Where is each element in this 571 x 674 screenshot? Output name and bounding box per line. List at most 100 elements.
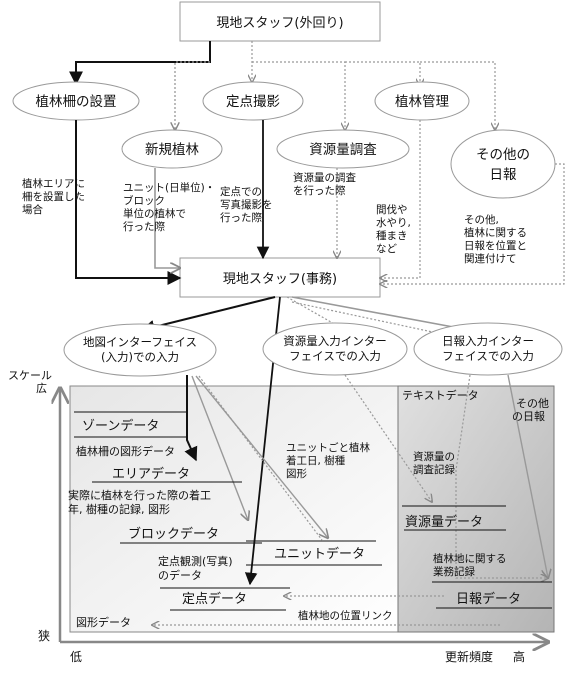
arrow-resource-if-to-resource: [344, 374, 432, 502]
arrow-office-to-daily-if: [291, 296, 480, 332]
data-underlines: [74, 411, 552, 611]
mgmt-note-1: 間伐や: [376, 204, 408, 216]
other-note-3: 日報を位置と: [464, 240, 527, 252]
fixed-photo-node: [202, 81, 304, 121]
area-data: エリアデータ: [112, 466, 190, 482]
scale-wide-label: 広: [36, 382, 47, 395]
arrow-map-if-to-area: [184, 375, 198, 462]
text-data-region: [397, 385, 555, 633]
arrow-office-to-resource-if: [286, 296, 345, 330]
arrow-map-if-to-unit: [195, 375, 328, 538]
fence-shape-data: 植林柵の図形データ: [76, 445, 175, 458]
forest-mgmt-node: [374, 81, 470, 121]
unit-note-2: ブロック: [123, 195, 165, 207]
arrow-map-if-to-block: [191, 375, 248, 520]
resource-if-node: [262, 322, 408, 376]
top-connectors: [69, 41, 495, 130]
photo-note-3: 行った際: [220, 212, 262, 224]
photo-note-2: 写真撮影を: [220, 199, 273, 211]
arrow-office-to-map-if: [140, 296, 276, 334]
survey-record-note-1: 資源量の: [413, 451, 455, 463]
arrow-new-planting-to-office: [154, 168, 180, 268]
survey-note-1: 資源量の調査: [293, 172, 356, 184]
other-daily-region-1: その他: [516, 397, 549, 410]
arrow-top-to-other: [420, 61, 495, 130]
task-to-office-connectors: [75, 120, 565, 285]
unit-note-1: ユニット(日単位)・: [123, 182, 216, 194]
daily-if-label-2: フェイスでの入力: [442, 349, 534, 363]
data-region-backgrounds: [69, 385, 555, 633]
interface-nodes: 地図インターフェイス (入力)での入力 資源量入力インター フェイスでの入力 日…: [63, 322, 563, 377]
zone-data: ゾーンデータ: [82, 418, 159, 434]
map-if-node: [63, 323, 217, 377]
resource-survey-label: 資源量調査: [309, 142, 377, 158]
mgmt-note-2: 水やり,: [376, 217, 411, 229]
daily-if-label-1: 日報入力インター: [442, 334, 534, 348]
photo-note-1: 定点での: [220, 186, 262, 198]
other-daily-node: [450, 129, 556, 199]
fence-note-2: 柵を設置した: [22, 191, 85, 203]
arrow-top-to-mgmt: [345, 61, 420, 86]
other-daily-region-2: の日報: [512, 410, 545, 423]
text-data-region-label: テキストデータ: [402, 389, 479, 402]
other-note-2: 植林に関する: [464, 227, 527, 239]
shape-data-region-label: 図形データ: [76, 616, 131, 629]
other-note-4: 関連付けて: [464, 253, 517, 265]
unit-note-4: 行った際: [123, 221, 165, 233]
field-staff-title: 現地スタッフ(外回り): [216, 16, 343, 31]
freq-high-label: 高: [513, 650, 526, 664]
arrow-mgmt-to-office: [380, 120, 421, 278]
work-record-note-2: 業務記録: [433, 566, 475, 578]
other-daily-label-2: 日報: [490, 167, 518, 183]
unit-data-note-3: 図形: [286, 468, 307, 480]
map-if-label-2: (入力)での入力: [101, 350, 179, 364]
new-planting-label: 新規植林: [145, 142, 199, 158]
mgmt-note-4: など: [376, 243, 397, 255]
data-item-labels: ゾーンデータ エリアデータ ブロックデータ ユニットデータ 定点データ 資源量デ…: [82, 418, 521, 607]
survey-record-note-2: 調査記録: [413, 464, 455, 476]
field-task-nodes: 植林柵の設置 定点撮影 植林管理 新規植林 資源量調査 その他の 日報: [12, 81, 556, 199]
unit-data-note-2: 着工日, 樹種: [286, 455, 346, 467]
map-if-label-1: 地図インターフェイス: [83, 335, 197, 349]
resource-survey-node: [276, 129, 410, 169]
other-daily-label-1: その他の: [476, 147, 530, 163]
actual-planting-note-2: 年, 樹種の記録, 図形: [68, 503, 170, 516]
block-data: ブロックデータ: [128, 526, 219, 542]
scale-narrow-label: 狭: [38, 629, 51, 643]
axes: [60, 388, 548, 642]
resource-data: 資源量データ: [405, 514, 483, 530]
actual-planting-note-1: 実際に植林を行った際の着工: [68, 489, 211, 502]
field-staff-box: [179, 1, 381, 42]
other-note-1: その他,: [464, 214, 499, 226]
scale-axis-label: スケール: [8, 369, 52, 382]
unit-note-3: 単位の植林で: [123, 208, 186, 220]
unit-data-note-1: ユニットごと植林: [286, 442, 370, 454]
arrow-daily-if-to-daily-dashed: [455, 374, 548, 578]
planting-fence-label: 植林柵の設置: [36, 94, 117, 110]
work-record-note-1: 植林地に関する: [433, 553, 507, 565]
new-planting-node: [121, 129, 223, 169]
interface-to-data-connectors: [152, 374, 548, 625]
freq-axis-label: 更新頻度: [445, 650, 494, 664]
shape-data-region: [69, 385, 399, 633]
photo-data-note-1: 定点観測(写真): [158, 555, 233, 568]
arrow-fence-to-office: [75, 120, 182, 285]
fence-note-3: 場合: [22, 204, 43, 216]
arrow-other-to-office: [380, 163, 565, 284]
daily-if-node: [413, 322, 563, 376]
office-staff-title: 現地スタッフ(事務): [223, 272, 337, 287]
resource-if-label-2: フェイスでの入力: [289, 349, 381, 363]
arrow-top-to-new-planting: [175, 61, 210, 130]
unit-data: ユニットデータ: [274, 546, 365, 562]
forest-mgmt-label: 植林管理: [395, 94, 449, 110]
arrow-daily-if-to-daily: [507, 374, 548, 578]
fence-note-1: 植林エリアに: [22, 178, 85, 190]
fixed-photo-label: 定点撮影: [226, 93, 280, 110]
survey-note-2: を行った際: [293, 185, 346, 197]
photo-data-note-2: のデータ: [158, 569, 202, 582]
daily-data: 日報データ: [456, 591, 521, 607]
fixed-point-data: 定点データ: [182, 591, 247, 607]
location-link-label: 植林地の位置リンク: [298, 610, 393, 622]
